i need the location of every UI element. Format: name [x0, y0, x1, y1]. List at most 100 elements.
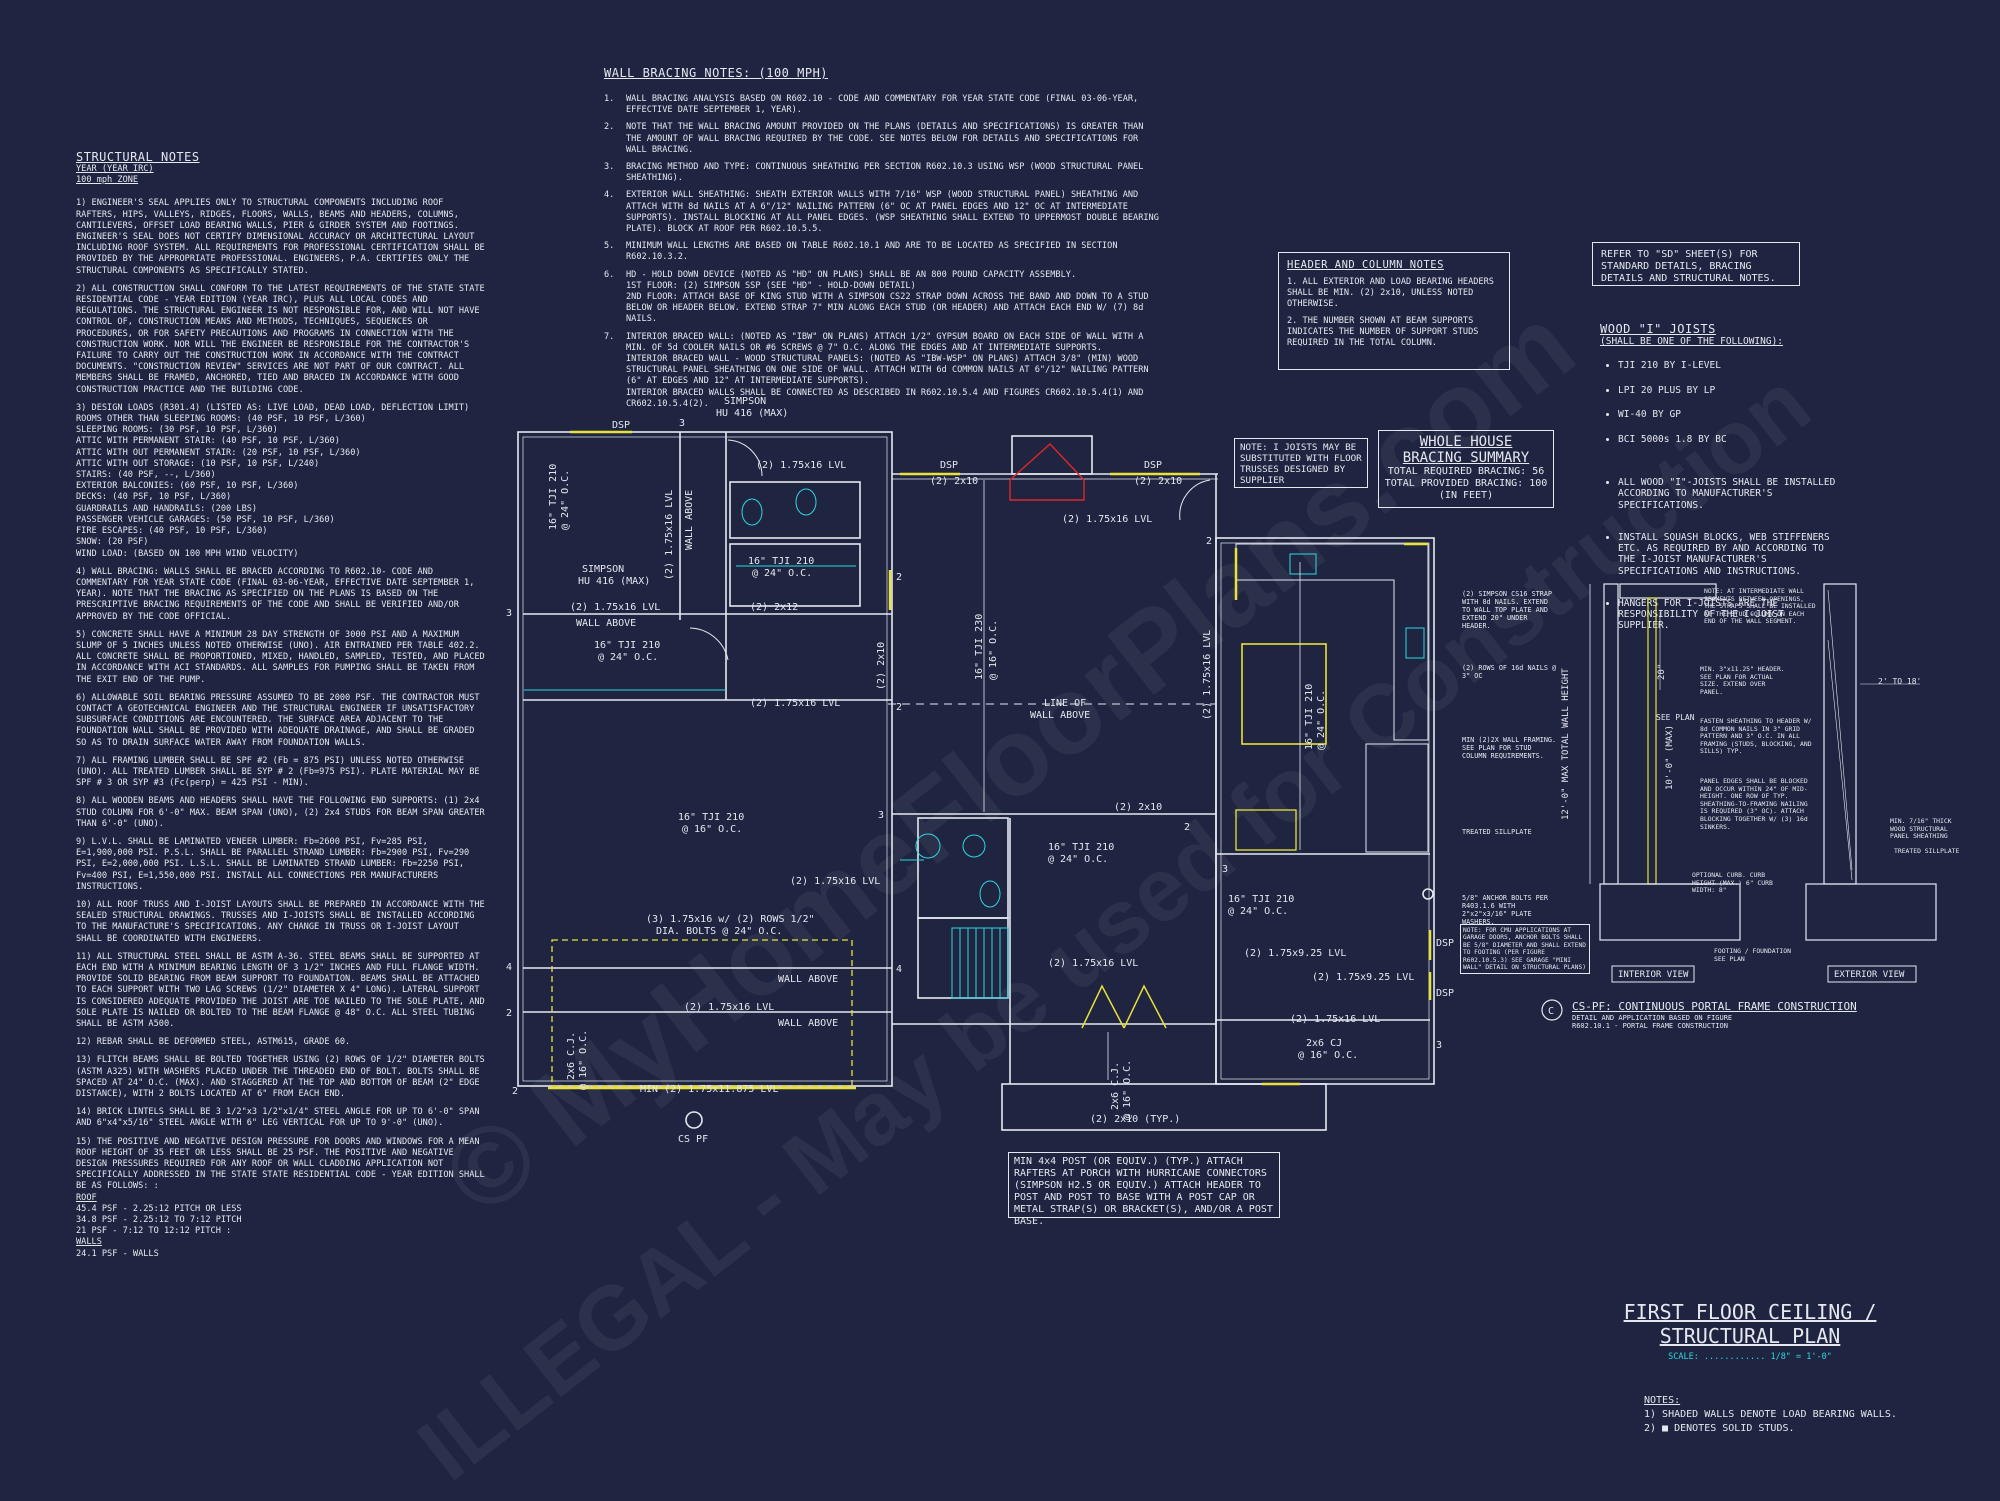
- wall-bracing-title: WALL BRACING NOTES: (100 MPH): [604, 66, 829, 80]
- sheet-note-2: 2) ■ DENOTES SOLID STUDS.: [1644, 1423, 1795, 1434]
- label-wall-above: WALL ABOVE: [1030, 710, 1090, 721]
- structural-note-13: 13) FLITCH BEAMS SHALL BE BOLTED TOGETHE…: [76, 1055, 485, 1100]
- detail-note-optional: OPTIONAL CURB. CURB HEIGHT (MAX.) 6" CUR…: [1692, 871, 1773, 895]
- cs-pf-title: CS-PF: CONTINUOUS PORTAL FRAME CONSTRUCT…: [1572, 1000, 1857, 1013]
- joists-notes-list: ALL WOOD "I"-JOISTS SHALL BE INSTALLED A…: [1600, 466, 1840, 645]
- joist-brand: TJI 210 BY I-LEVEL: [1618, 360, 1840, 371]
- header-column-note-2: 2. THE NUMBER SHOWN AT BEAM SUPPORTS IND…: [1287, 315, 1479, 349]
- structural-note-14: 14) BRICK LINTELS SHALL BE 3 1/2"x3 1/2"…: [76, 1107, 480, 1129]
- label-lvl: (2) 1.75x16 LVL: [750, 698, 840, 709]
- label-typ: (2) 2x10 (TYP.): [1090, 1114, 1180, 1125]
- bracing-units: (IN FEET): [1438, 490, 1494, 501]
- wall-bracing-notes: WALL BRACING NOTES: (100 MPH) 1.WALL BRA…: [604, 66, 1164, 416]
- detail-note-sillplate: TREATED SILLPLATE: [1894, 847, 1960, 855]
- structural-note-3: 3) DESIGN LOADS (R301.4) (LISTED AS: LIV…: [76, 402, 470, 559]
- label-wall-above: WALL ABOVE: [576, 618, 636, 629]
- label-simpson: SIMPSON: [582, 564, 624, 575]
- detail-exterior-view: EXTERIOR VIEW: [1834, 970, 1905, 980]
- wall-bracing-item: 1.WALL BRACING ANALYSIS BASED ON R602.10…: [604, 94, 1164, 116]
- structural-note-8: 8) ALL WOODEN BEAMS AND HEADERS SHALL HA…: [76, 796, 485, 829]
- label-wall-above-vertical: WALL ABOVE: [684, 490, 695, 550]
- label-dsp: DSP: [1144, 460, 1162, 471]
- label-oc: @ 16" O.C.: [682, 824, 742, 835]
- wall-bracing-item: 4.EXTERIOR WALL SHEATHING: SHEATH EXTERI…: [604, 190, 1164, 235]
- detail-c-mark: C: [1548, 1006, 1554, 1017]
- detail-two-to-18: 2' TO 18': [1878, 677, 1921, 686]
- label-tji: 16" TJI 210: [594, 640, 660, 651]
- label-post: 2: [1184, 822, 1190, 833]
- label-post: 2: [1206, 536, 1212, 547]
- joist-note: ALL WOOD "I"-JOISTS SHALL BE INSTALLED A…: [1618, 477, 1840, 511]
- label-lvl: (2) 1.75x16 LVL: [1062, 514, 1152, 525]
- wall-bracing-number: 3.: [604, 162, 615, 173]
- wall-bracing-item: 7.INTERIOR BRACED WALL: (NOTED AS "IBW" …: [604, 332, 1164, 410]
- label-oc: @ 16" O.C.: [1298, 1050, 1358, 1061]
- cs-pf-sub1: DETAIL AND APPLICATION BASED ON FIGURE: [1572, 1014, 1733, 1022]
- wall-bracing-item: 5. MINIMUM WALL LENGTHS ARE BASED ON TABL…: [604, 241, 1164, 263]
- header-column-note-1: 1. ALL EXTERIOR AND LOAD BEARING HEADERS…: [1287, 277, 1494, 310]
- cs-pf-sub2: R602.10.1 - PORTAL FRAME CONSTRUCTION: [1572, 1022, 1728, 1030]
- label-lvl: (2) 1.75x16 LVL: [756, 460, 846, 471]
- structural-note-15: 15) THE POSITIVE AND NEGATIVE DESIGN PRE…: [76, 1136, 485, 1192]
- label-lvl925: (2) 1.75x9.25 LVL: [1312, 972, 1414, 983]
- detail-note-garage: NOTE: FOR CMU APPLICATIONS AT GARAGE DOO…: [1460, 924, 1590, 974]
- detail-height-10: 10'-0" (MAX): [1665, 725, 1675, 790]
- label-post: 2: [512, 1086, 518, 1097]
- label-lvl: (2) 1.75x16 LVL: [570, 602, 660, 613]
- wood-i-joists: WOOD "I" JOISTS (SHALL BE ONE OF THE FOL…: [1600, 322, 1840, 645]
- detail-note-panel: PANEL EDGES SHALL BE BLOCKED AND OCCUR W…: [1700, 777, 1808, 831]
- bracing-summary-title-2: BRACING SUMMARY: [1402, 450, 1530, 466]
- detail-note-treated: TREATED SILLPLATE: [1462, 828, 1532, 836]
- wall-bracing-number: 5.: [604, 241, 615, 252]
- sheet-scale: SCALE: ............ 1/8" = 1'-0": [1668, 1352, 1832, 1362]
- roof-heading: ROOF: [76, 1192, 97, 1203]
- label-tji230-vertical: 16" TJI 230: [974, 614, 985, 680]
- label-2x10-vertical: (2) 2x10: [876, 642, 887, 690]
- structural-note-6: 6) ALLOWABLE SOIL BEARING PRESSURE ASSUM…: [76, 692, 480, 748]
- label-tji: 16" TJI 210: [678, 812, 744, 823]
- label-oc-vertical: @ 16" O.C.: [578, 1030, 589, 1090]
- structural-note-9: 9) L.V.L. SHALL BE LAMINATED VENEER LUMB…: [76, 836, 470, 892]
- detail-height-20: 20": [1657, 664, 1667, 680]
- detail-note-min2x: MIN (2)2X WALL FRAMING. SEE PLAN FOR STU…: [1462, 736, 1557, 760]
- sheet-title-2: STRUCTURAL PLAN: [1659, 1324, 1841, 1348]
- detail-note-header: MIN. 3"x11.25" HEADER. SEE PLAN FOR ACTU…: [1700, 665, 1785, 696]
- wall-bracing-item: 6.HD - HOLD DOWN DEVICE (NOTED AS "HD" O…: [604, 270, 1164, 326]
- wall-bracing-text: MINIMUM WALL LENGTHS ARE BASED ON TABLE …: [626, 241, 1118, 263]
- label-post: 3: [1222, 864, 1228, 875]
- label-hu416: HU 416 (MAX): [578, 576, 650, 587]
- bracing-summary: WHOLE HOUSE BRACING SUMMARY TOTAL REQUIR…: [1378, 430, 1554, 508]
- label-dsp: DSP: [1436, 938, 1454, 949]
- wall-bracing-text: INTERIOR BRACED WALL: (NOTED AS "IBW" ON…: [626, 331, 1149, 409]
- structural-notes-year: YEAR (YEAR IRC): [76, 164, 154, 174]
- detail-note-strap: (2) SIMPSON CS16 STRAP WITH 8d NAILS. EX…: [1462, 590, 1553, 630]
- bracing-summary-title-1: WHOLE HOUSE: [1419, 434, 1513, 450]
- bracing-required: TOTAL REQUIRED BRACING: 56: [1387, 466, 1545, 477]
- walls-lines: 24.1 PSF - WALLS: [76, 1248, 159, 1259]
- label-post: 3: [506, 608, 512, 619]
- detail-see-plan: SEE PLAN: [1656, 713, 1695, 722]
- label-oc-vertical: @ 16" O.C.: [988, 620, 999, 680]
- header-column-notes: HEADER AND COLUMN NOTES 1. ALL EXTERIOR …: [1278, 252, 1510, 370]
- label-cj-vertical: 2x6 C.J.: [1110, 1062, 1121, 1110]
- label-2x10: (2) 2x10: [1114, 802, 1162, 813]
- label-min-lvl: MIN (2) 1.75x11.875 LVL: [640, 1084, 778, 1095]
- wall-bracing-text: BRACING METHOD AND TYPE: CONTINUOUS SHEA…: [626, 162, 1144, 184]
- joists-title: WOOD "I" JOISTS: [1600, 322, 1716, 336]
- label-2x10: (2) 2x10: [1134, 476, 1182, 487]
- label-wall-above: WALL ABOVE: [778, 1018, 838, 1029]
- label-post: 2: [896, 702, 902, 713]
- label-lvl: (2) 1.75x16 LVL: [1290, 1014, 1380, 1025]
- detail-wall-height: 12'-0" MAX TOTAL WALL HEIGHT: [1561, 668, 1571, 820]
- structural-notes-title: STRUCTURAL NOTES: [76, 150, 200, 164]
- label-oc-vertical: @ 24" O.C.: [560, 470, 571, 530]
- label-tji: 16" TJI 210: [748, 556, 814, 567]
- label-2x12: (2) 2x12: [750, 602, 798, 613]
- label-tji-vertical: 16" TJI 210: [1304, 684, 1315, 750]
- wall-bracing-text: HD - HOLD DOWN DEVICE (NOTED AS "HD" ON …: [626, 269, 1149, 325]
- wall-bracing-text: WALL BRACING ANALYSIS BASED ON R602.10 -…: [626, 94, 1139, 116]
- wall-bracing-text: EXTERIOR WALL SHEATHING: SHEATH EXTERIOR…: [626, 190, 1159, 235]
- joists-subtitle: (SHALL BE ONE OF THE FOLLOWING):: [1600, 336, 1784, 347]
- structural-note-5: 5) CONCRETE SHALL HAVE A MINIMUM 28 DAY …: [76, 629, 485, 685]
- sheet-notes: NOTES: 1) SHADED WALLS DENOTE LOAD BEARI…: [1644, 1394, 1944, 1436]
